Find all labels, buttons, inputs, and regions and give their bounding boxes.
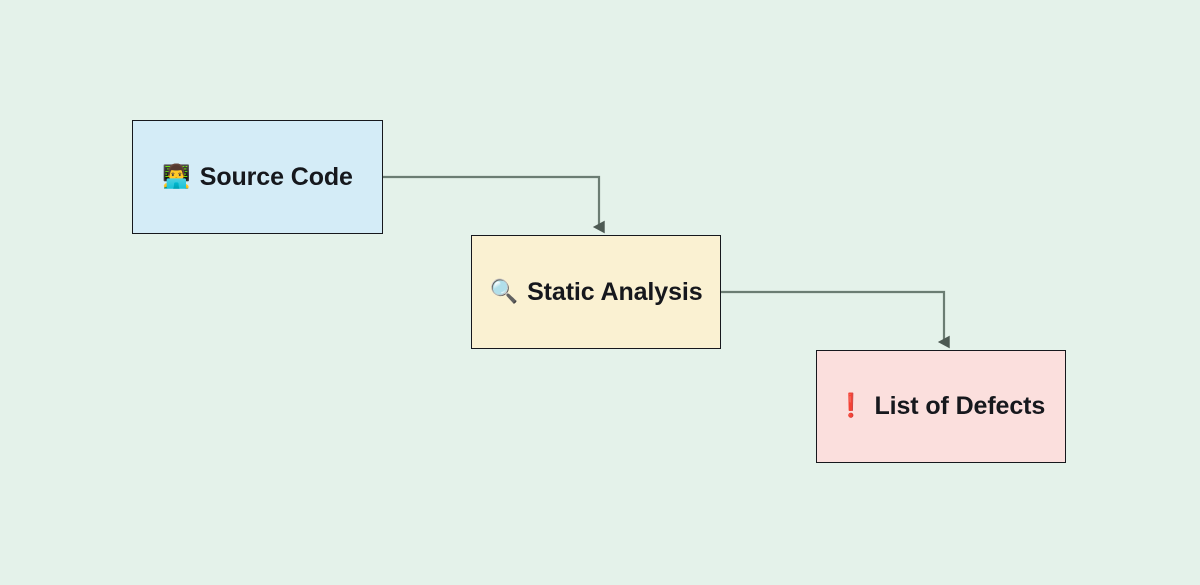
node-source-code-content: 👨‍💻 Source Code (162, 162, 353, 191)
node-list-of-defects[interactable]: ❗ List of Defects (816, 350, 1066, 463)
node-list-of-defects-label: List of Defects (874, 392, 1046, 420)
exclamation-mark-icon: ❗ (836, 393, 866, 419)
edge-source-to-analysis (383, 175, 605, 234)
node-source-code[interactable]: 👨‍💻 Source Code (132, 120, 383, 234)
node-static-analysis-label: Static Analysis (527, 277, 703, 306)
magnifying-glass-icon: 🔍 (489, 278, 519, 305)
node-static-analysis[interactable]: 🔍 Static Analysis (471, 235, 721, 349)
edge-analysis-to-defects (721, 290, 950, 349)
node-static-analysis-content: 🔍 Static Analysis (489, 277, 703, 306)
node-list-of-defects-content: ❗ List of Defects (836, 392, 1046, 420)
technologist-icon: 👨‍💻 (162, 163, 191, 190)
node-source-code-label: Source Code (199, 162, 353, 191)
